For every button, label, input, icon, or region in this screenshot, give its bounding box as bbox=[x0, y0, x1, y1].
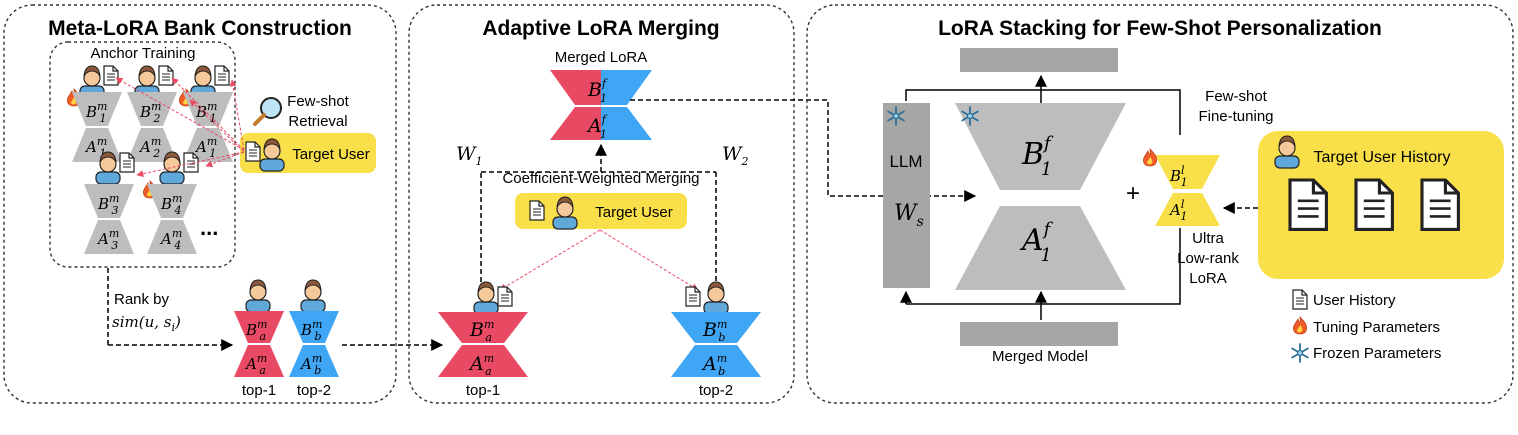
svg-text:Bm4: Bm4 bbox=[160, 192, 182, 217]
bank2-b: B bbox=[139, 103, 151, 121]
output-bar bbox=[960, 48, 1118, 72]
svg-text:Al1: Al1 bbox=[1168, 198, 1187, 223]
panel2-top1-label: top-1 bbox=[466, 382, 500, 399]
legend-tuning: Tuning Parameters bbox=[1313, 319, 1440, 336]
anchor-training-box bbox=[49, 41, 236, 268]
bank1-b: B bbox=[85, 103, 97, 121]
llm-label: LLM bbox=[889, 152, 922, 171]
few-shot-retrieval-line1: Few-shot bbox=[287, 93, 350, 110]
svg-text:Am3: Am3 bbox=[96, 227, 119, 252]
bank4-b: B bbox=[97, 195, 109, 213]
svg-text:Bmb: Bmb bbox=[702, 318, 727, 344]
target-user-history-box: Target User History bbox=[1258, 131, 1504, 279]
bank-lora-1: Bm1 Am1 bbox=[66, 65, 122, 162]
svg-text:Bf1: Bf1 bbox=[587, 77, 608, 105]
few-shot-finetune-line1: Few-shot bbox=[1205, 88, 1268, 105]
panel1-border bbox=[3, 4, 397, 404]
svg-text:Amb: Amb bbox=[299, 352, 322, 377]
svg-text:Bma: Bma bbox=[469, 318, 494, 344]
bank1-a: A bbox=[84, 138, 97, 156]
legend: User History Tuning Parameters Frozen Pa… bbox=[1291, 289, 1441, 363]
target-user-label-2: Target User bbox=[595, 204, 673, 221]
rank-by-label: Rank by bbox=[114, 291, 170, 308]
target-user-pill-2: Target User bbox=[515, 193, 687, 230]
panel1-top1-label: top-1 bbox=[242, 382, 276, 399]
svg-text:Af1: Af1 bbox=[586, 113, 608, 141]
bank3-b: B bbox=[195, 103, 207, 121]
merged-model-label: Merged Model bbox=[992, 348, 1088, 365]
svg-text:Ama: Ama bbox=[468, 352, 494, 378]
input-bar bbox=[960, 322, 1118, 346]
svg-text:Am2: Am2 bbox=[138, 135, 161, 160]
panel3-border bbox=[806, 4, 1514, 404]
ultra-line3: LoRA bbox=[1189, 270, 1227, 287]
ws-label: Ws bbox=[894, 201, 924, 230]
merging-frame bbox=[480, 143, 717, 290]
bank2-a: A bbox=[138, 138, 151, 156]
merged-to-model-arrow bbox=[630, 99, 977, 202]
panel3-flow-lines bbox=[900, 74, 1181, 320]
svg-text:Bmb: Bmb bbox=[300, 318, 322, 343]
bank5-b: B bbox=[160, 195, 172, 213]
target-user-history-label: Target User History bbox=[1314, 149, 1451, 166]
bank4-a: A bbox=[96, 230, 109, 248]
ultra-line1: Ultra bbox=[1192, 230, 1224, 247]
panel2-top2-label: top-2 bbox=[699, 382, 733, 399]
few-shot-retrieval-line2: Retrieval bbox=[288, 113, 347, 130]
svg-text:Bm1: Bm1 bbox=[85, 100, 107, 125]
coef-weighted-label: Coefficient-Weighted Merging bbox=[502, 170, 699, 187]
llm-ws-block: LLM Ws bbox=[883, 103, 930, 288]
w2-label: W2 bbox=[722, 143, 749, 168]
panel1-title: Meta-LoRA Bank Construction bbox=[48, 17, 352, 40]
few-shot-finetune-line2: Fine-tuning bbox=[1198, 108, 1273, 125]
panel2-title: Adaptive LoRA Merging bbox=[482, 17, 719, 40]
panel1-top2-label: top-2 bbox=[297, 382, 331, 399]
svg-text:Ama: Ama bbox=[244, 352, 267, 377]
panel2-border bbox=[408, 4, 795, 404]
legend-frozen: Frozen Parameters bbox=[1313, 345, 1441, 362]
target-user-pill-1: Target User bbox=[240, 133, 376, 173]
merging-red-arrows bbox=[499, 229, 699, 291]
target-user-label-1: Target User bbox=[292, 146, 370, 163]
svg-text:Bl1: Bl1 bbox=[1169, 164, 1188, 189]
svg-text:Bm2: Bm2 bbox=[139, 100, 161, 125]
w1-label: W1 bbox=[456, 143, 483, 168]
search-icon bbox=[253, 97, 282, 126]
svg-text:Bma: Bma bbox=[245, 318, 267, 343]
bank3-a: A bbox=[194, 138, 207, 156]
svg-text:Am1: Am1 bbox=[194, 135, 217, 160]
panel3-title: LoRA Stacking for Few-Shot Personalizati… bbox=[938, 17, 1382, 40]
merged-lora-label: Merged LoRA bbox=[555, 49, 648, 66]
anchor-training-label: Anchor Training bbox=[90, 45, 195, 62]
svg-text:Am4: Am4 bbox=[159, 227, 182, 252]
sim-label: sim(u, si) bbox=[112, 313, 181, 334]
bank5-a: A bbox=[159, 230, 172, 248]
svg-text:Amb: Amb bbox=[701, 352, 727, 378]
svg-text:Bm3: Bm3 bbox=[97, 192, 119, 217]
svg-text:Bm1: Bm1 bbox=[195, 100, 217, 125]
legend-user-history: User History bbox=[1313, 292, 1396, 309]
plus-sign: + bbox=[1126, 180, 1140, 207]
bank-ellipsis: ... bbox=[200, 215, 218, 240]
retrieval-arrows bbox=[115, 77, 245, 178]
ultra-line2: Low-rank bbox=[1177, 250, 1239, 267]
